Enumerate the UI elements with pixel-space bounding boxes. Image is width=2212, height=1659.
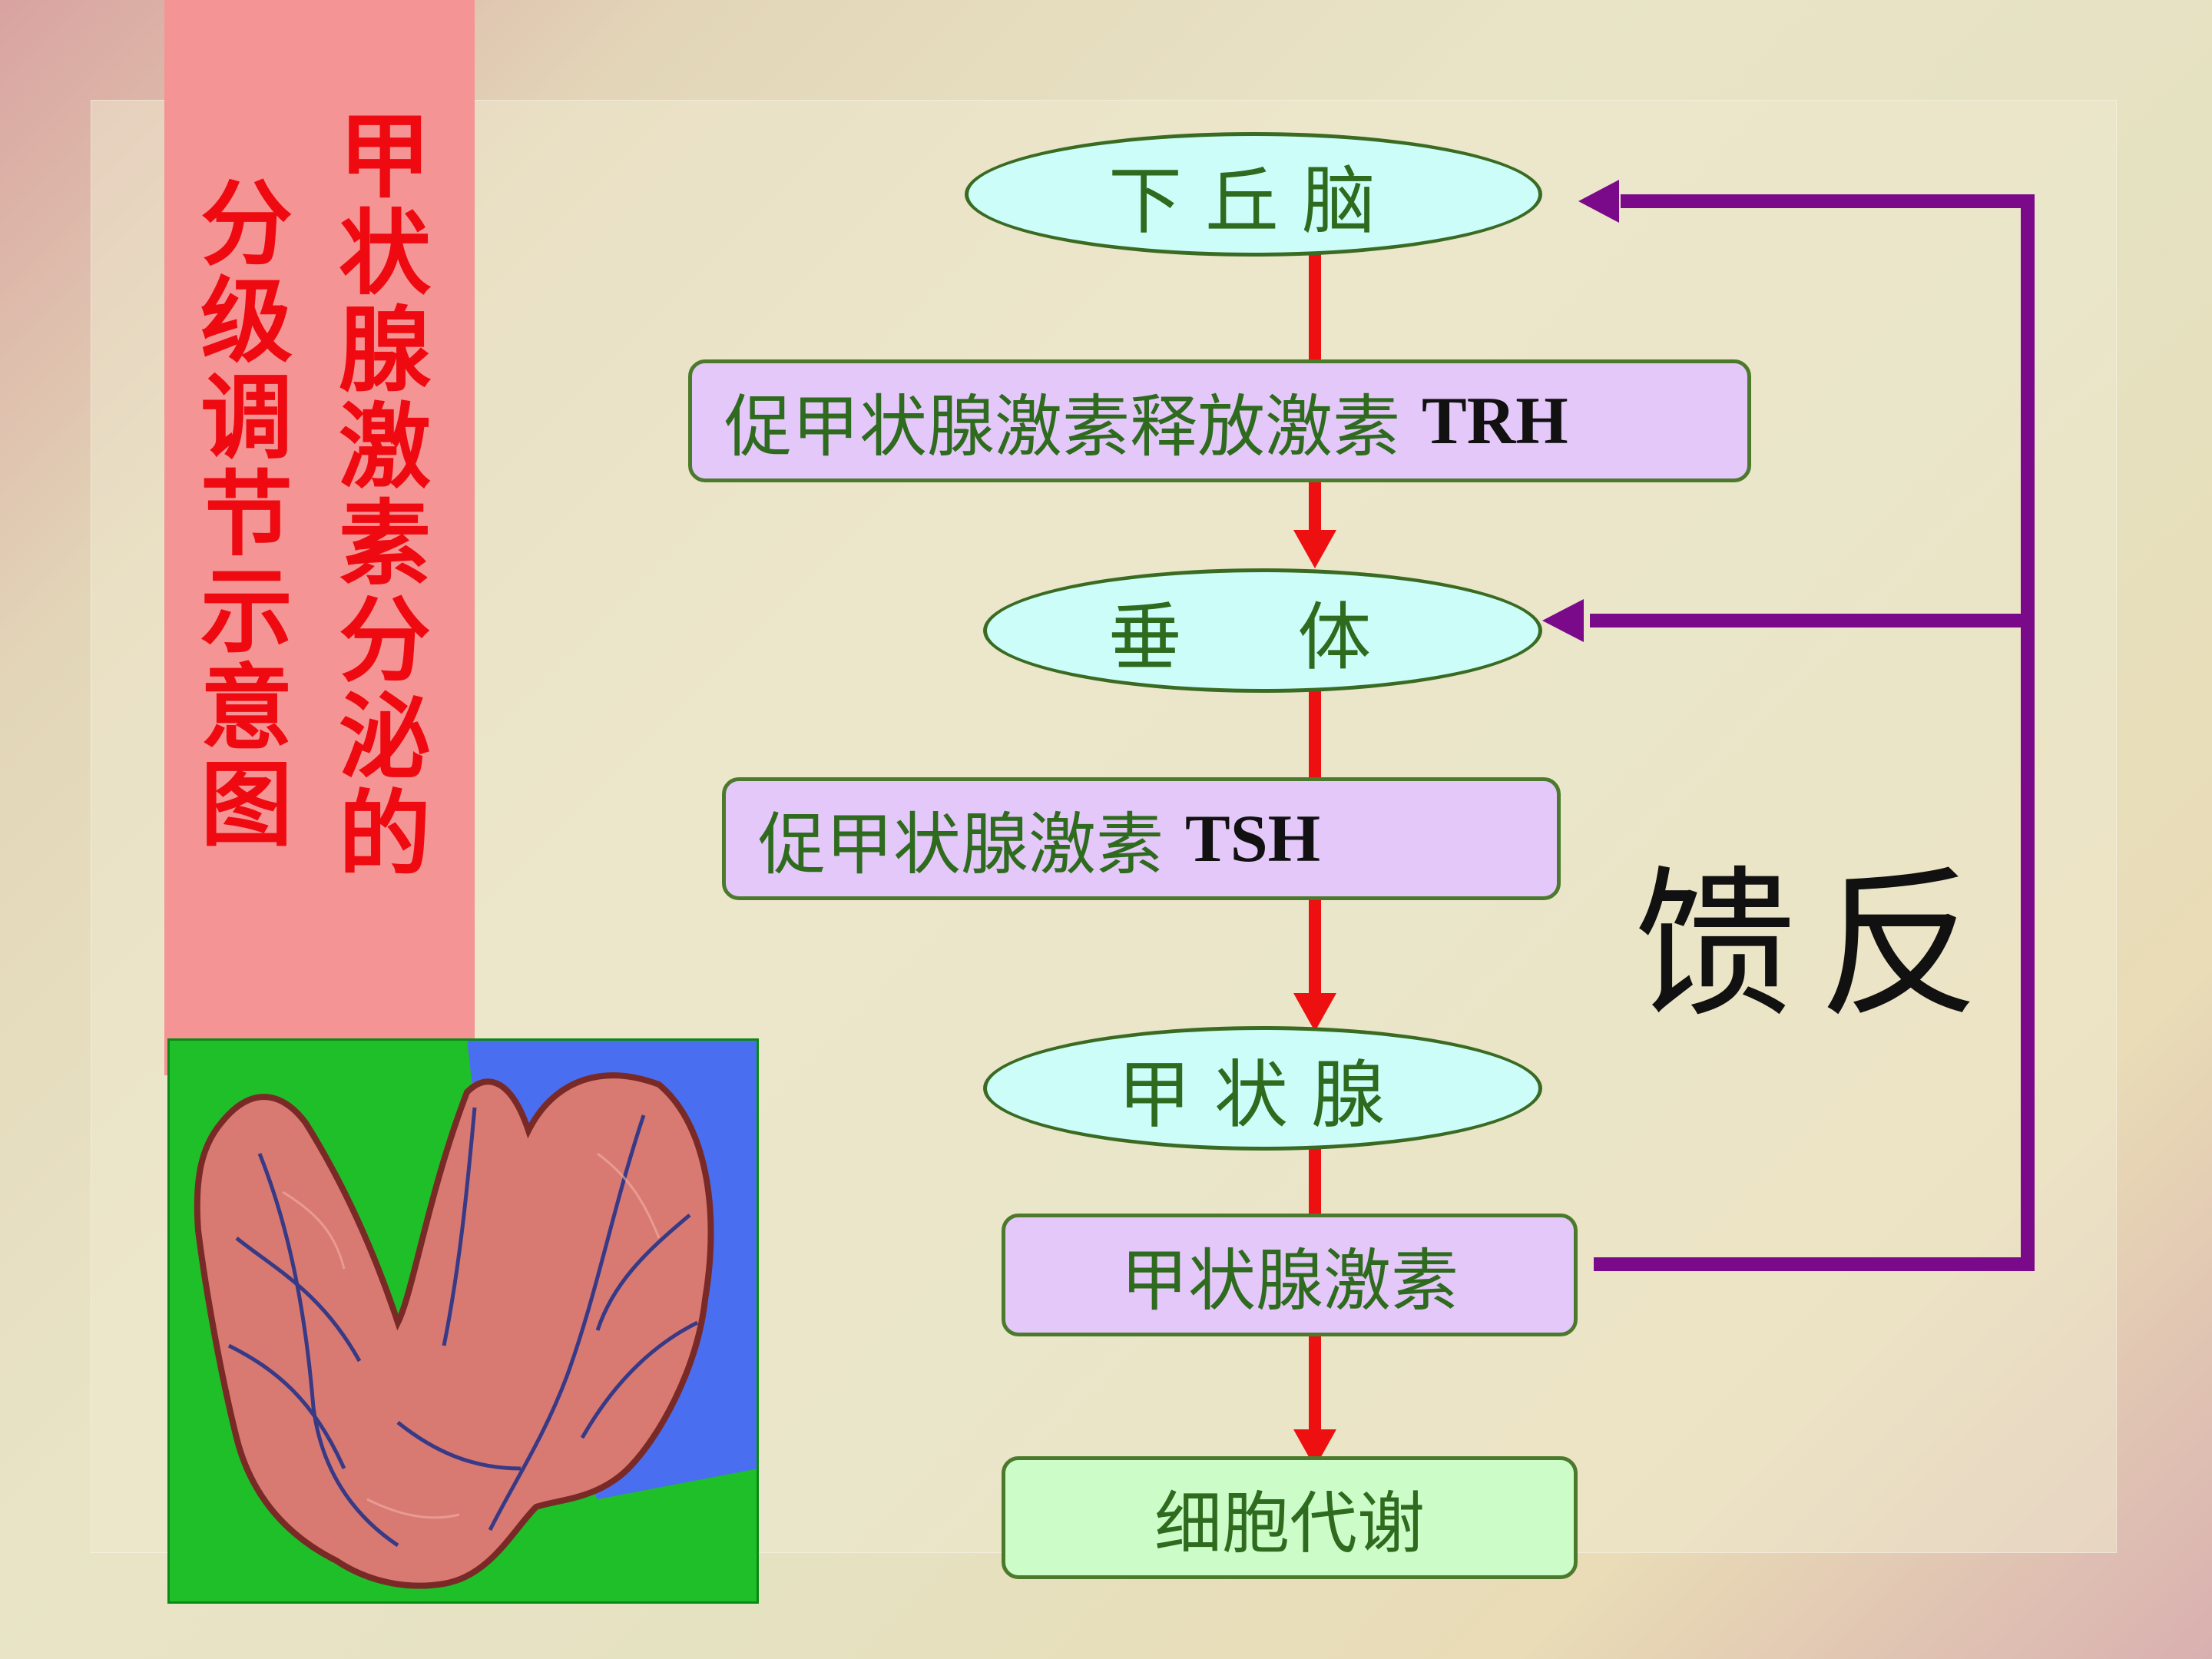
node-tsh: 促甲状腺激素 TSH <box>722 777 1561 900</box>
feedback-label: 馈反 <box>1634 851 2004 1039</box>
down-arrow <box>1293 480 1336 568</box>
tsh-abbr: TSH <box>1185 801 1321 876</box>
feedback-arrow <box>1590 194 2035 1271</box>
thyroid-gland-illustration <box>167 1038 759 1604</box>
node-thyroid-hormone: 甲状腺激素 <box>1002 1214 1578 1336</box>
tsh-label: 促甲状腺激素 <box>758 804 1164 884</box>
node-cell-metabolism: 细胞代谢 <box>1002 1456 1578 1579</box>
node-thyroid: 甲状腺 <box>983 1026 1542 1151</box>
down-arrow <box>1293 897 1336 1031</box>
title-line-1: 甲状腺激素分泌的 <box>323 108 431 882</box>
node-pituitary: 垂 体 <box>983 568 1542 693</box>
feedback-arrowhead-pituitary <box>1542 599 1584 642</box>
title-line-2: 分级调节示意图 <box>184 175 293 853</box>
title-panel <box>164 0 475 1075</box>
node-trh: 促甲状腺激素释放激素 TRH <box>688 359 1751 482</box>
down-arrow <box>1293 1333 1336 1468</box>
node-hypothalamus: 下丘脑 <box>965 132 1542 257</box>
trh-label: 促甲状腺激素释放激素 <box>724 386 1401 466</box>
feedback-arrowhead-hypothalamus <box>1578 180 1619 223</box>
trh-abbr: TRH <box>1422 383 1568 459</box>
